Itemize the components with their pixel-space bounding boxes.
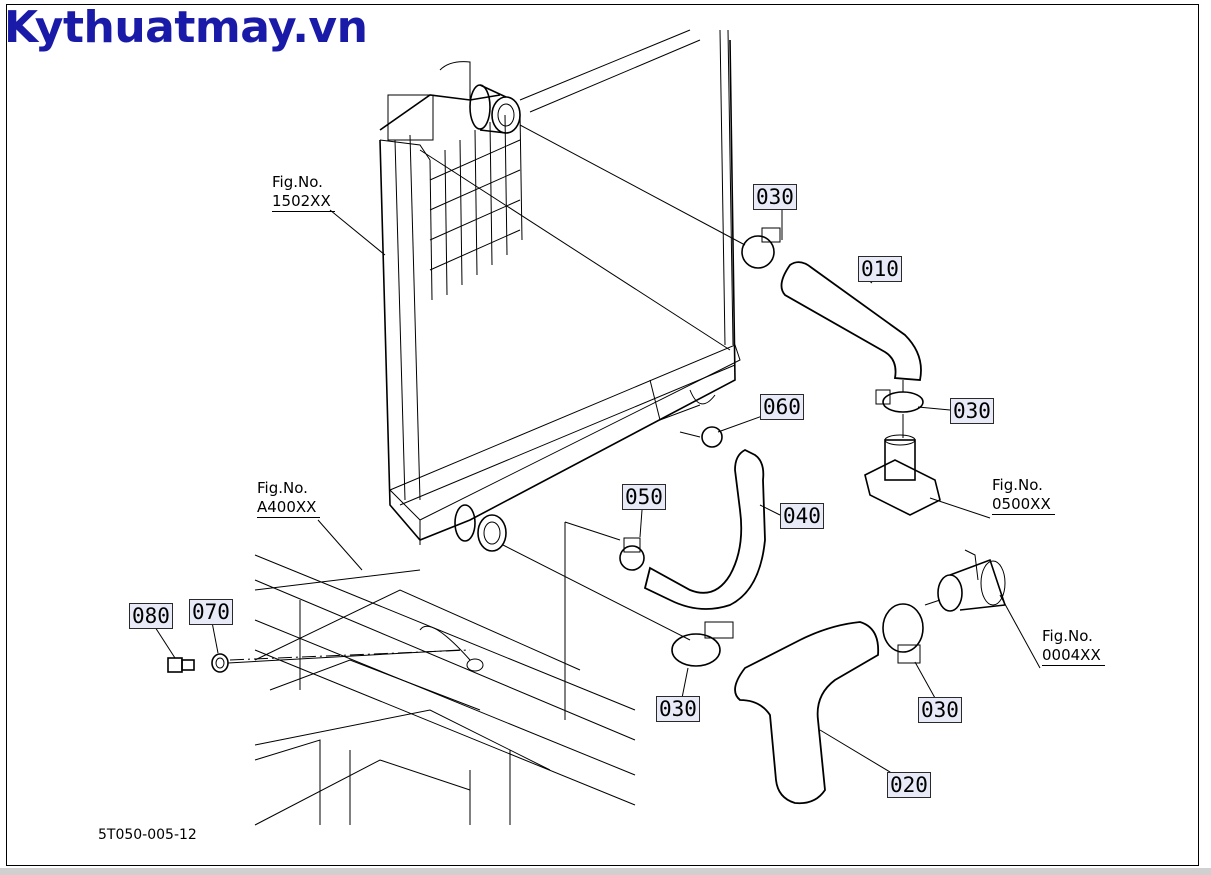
fig-ref-frame: Fig.No. A400XX: [257, 479, 321, 518]
callout-010-upper-hose[interactable]: 010: [858, 256, 902, 282]
hose-clamps: [619, 227, 924, 667]
leader-lines: [154, 124, 1041, 776]
drawing-frame: [6, 4, 1199, 866]
fig-ref-number: 0500XX: [992, 495, 1055, 515]
lower-hose: [734, 621, 880, 805]
fig-ref-water-pump: Fig.No. 0004XX: [1042, 627, 1105, 666]
fig-ref-thermostat: Fig.No. 0500XX: [992, 476, 1055, 515]
radiator-fins: [429, 111, 523, 301]
fig-ref-label: Fig.No.: [992, 476, 1043, 494]
fig-ref-number: 0004XX: [1042, 646, 1105, 666]
fig-ref-label: Fig.No.: [257, 479, 308, 497]
brand-logo-text: Kythuatmay.vn: [4, 2, 368, 53]
callout-030-lower-clamp[interactable]: 030: [656, 696, 700, 722]
drain-plug: [167, 649, 461, 673]
callout-060-small-clamp[interactable]: 060: [760, 394, 804, 420]
pump-outlet: [937, 549, 1007, 612]
bypass-hose: [643, 448, 766, 610]
fig-ref-label: Fig.No.: [1042, 627, 1093, 645]
callout-050-small-clamp[interactable]: 050: [622, 484, 666, 510]
callout-030-thermostat-clamp[interactable]: 030: [950, 398, 994, 424]
radiator: [379, 29, 741, 552]
fig-ref-label: Fig.No.: [272, 173, 323, 191]
fig-ref-number: A400XX: [257, 498, 321, 518]
chassis-frame: [229, 554, 636, 826]
fig-ref-radiator: Fig.No. 1502XX: [272, 173, 335, 212]
callout-030-upper-clamp[interactable]: 030: [753, 184, 797, 210]
bottom-scroll-strip: [0, 868, 1211, 875]
callout-040-bypass-hose[interactable]: 040: [780, 503, 824, 529]
thermostat-housing: [864, 434, 941, 516]
drawing-number: 5T050-005-12: [98, 827, 197, 843]
callout-020-lower-hose[interactable]: 020: [887, 772, 931, 798]
callout-070-washer[interactable]: 070: [189, 599, 233, 625]
callout-080-drain-plug[interactable]: 080: [129, 603, 173, 629]
fig-ref-number: 1502XX: [272, 192, 335, 212]
upper-hose: [780, 261, 922, 381]
callout-030-pump-clamp[interactable]: 030: [918, 697, 962, 723]
